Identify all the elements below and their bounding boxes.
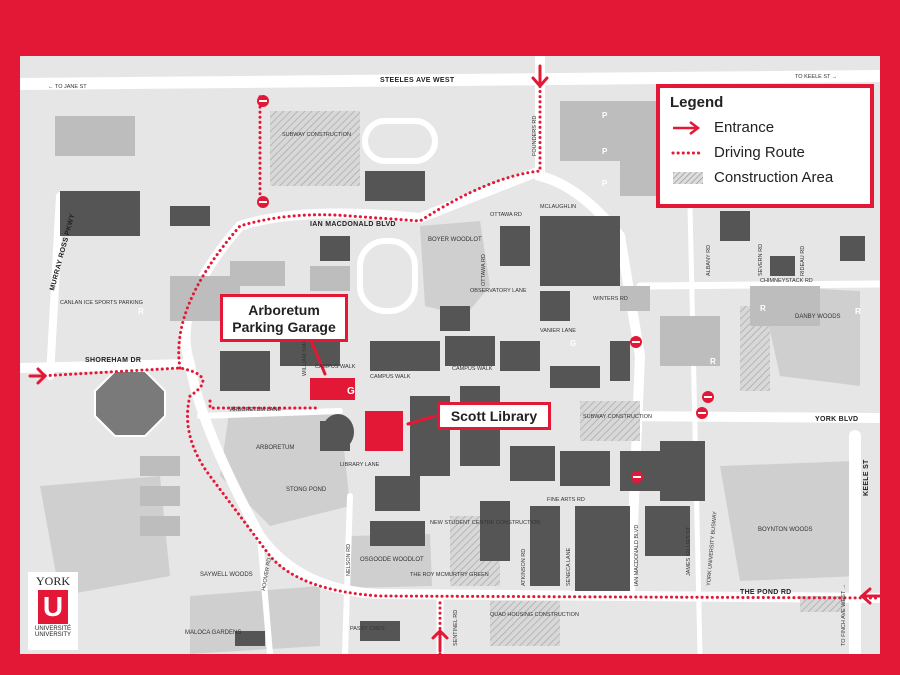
garage-callout-line1: Arboretum: [248, 302, 320, 318]
founders-label: FOUNDERS RD: [532, 116, 538, 156]
steeles-label: STEELES AVE WEST: [380, 77, 455, 84]
ian-macdonald-vert-label: IAN MACDONALD BLVD: [634, 525, 640, 586]
fine-arts-label: FINE ARTS RD: [547, 497, 585, 503]
ian-macdonald-label: IAN MACDONALD BLVD: [310, 221, 396, 228]
wooded-areas: [40, 221, 860, 654]
construction-areas: [270, 111, 845, 646]
york-university-logo: YORK U UNIVERSITÉ UNIVERSITY: [28, 572, 78, 650]
arboretum-lane-label: ARBORETUM LANE: [230, 407, 281, 413]
york-busway-label: YORK UNIVERSITY BUSWAY: [706, 511, 719, 586]
svg-text:G: G: [570, 339, 576, 348]
hoover-label: HOOVER RD: [261, 557, 273, 591]
campus-walk-label-3: CAMPUS WALK: [452, 366, 493, 372]
albany-label: ALBANY RD: [706, 245, 712, 276]
nelson-label: NELSON RD: [346, 544, 352, 576]
stadium: [94, 370, 166, 437]
james-gillies-label: JAMES GILLIES ST: [686, 526, 692, 576]
library-lane-label: LIBRARY LANE: [340, 462, 380, 468]
arrow-icon: [670, 118, 708, 138]
parking-garage-building: [310, 378, 355, 400]
logo-u-block: U: [38, 590, 68, 624]
scott-library-building: [365, 411, 403, 451]
pond-rd-label: THE POND RD: [740, 589, 792, 596]
library-dome: [322, 414, 354, 450]
legend-item-construction: Construction Area: [670, 165, 860, 190]
dotted-line-icon: [670, 143, 708, 163]
buildings: [60, 171, 865, 646]
observatory-label: OBSERVATORY LANE: [470, 288, 527, 294]
mclaughlin-label: MCLAUGHLIN: [540, 204, 576, 210]
stong-label: STONG POND: [286, 487, 327, 493]
to-keele-label: TO KEELE ST →: [795, 74, 837, 80]
garage-callout-line2: Parking Garage: [232, 319, 336, 335]
logo-letter: U: [42, 591, 64, 622]
library-callout-label: Scott Library: [450, 408, 538, 424]
svg-text:P: P: [602, 147, 608, 156]
arboretum-label: ARBORETUM: [256, 445, 294, 451]
campus-walk-label-1: CAMPUS WALK: [315, 364, 356, 370]
athletic-track: [357, 118, 438, 314]
boynton-label: BOYNTON WOODS: [758, 527, 813, 533]
rideau-label: RIDEAU RD: [800, 246, 806, 276]
canlan-label: CANLAN ICE SPORTS PARKING: [60, 300, 143, 306]
shoreham-label: SHOREHAM DR: [85, 357, 141, 364]
severn-label: SEVERN RD: [758, 244, 764, 276]
student-centre-label: NEW STUDENT CENTRE CONSTRUCTION: [430, 520, 540, 526]
logo-line2: UNIVERSITY: [34, 632, 71, 638]
light-buildings: [55, 101, 820, 536]
to-jane-label: ← TO JANE ST: [48, 84, 87, 90]
vanier-label: VANIER LANE: [540, 328, 576, 334]
maloca-label: MALOCA GARDENS: [185, 630, 241, 636]
saywell-label: SAYWELL WOODS: [200, 572, 253, 578]
hatch-icon: [670, 168, 708, 188]
keele-label: KEELE ST: [863, 459, 870, 496]
winters-label: WINTERS RD: [593, 296, 628, 302]
legend: Legend Entrance Driving Route Constructi…: [656, 84, 874, 208]
ottawa-vert-label: OTTAWA RD: [481, 254, 487, 286]
legend-label-construction: Construction Area: [714, 169, 834, 186]
svg-text:R: R: [760, 304, 766, 313]
ottawa-label: OTTAWA RD: [490, 212, 522, 218]
legend-item-entrance: Entrance: [670, 115, 860, 140]
arboretum-garage-callout[interactable]: Arboretum Parking Garage: [220, 294, 348, 342]
scott-library-callout[interactable]: Scott Library: [437, 402, 551, 430]
logo-line1: UNIVERSITÉ: [34, 626, 71, 632]
atkinson-label: ATKINSON RD: [521, 549, 527, 586]
svg-text:R: R: [138, 307, 144, 316]
seneca-label: SENECA LANE: [566, 547, 572, 586]
to-finch-label: TO FINCH AVE WEST →: [841, 584, 847, 646]
svg-text:P: P: [602, 179, 608, 188]
passy-label: PASSY CRES: [350, 626, 385, 632]
chimneystack-label: CHIMNEYSTACK RD: [760, 278, 813, 284]
legend-title: Legend: [670, 94, 724, 111]
osgoode-label: OSGOODE WOODLOT: [360, 557, 424, 563]
william-small-label: WILLIAM SMALL: [302, 334, 308, 376]
sentinel-label: SENTINEL RD: [453, 610, 459, 646]
entrance-arrows: [28, 64, 880, 653]
subway-label-2: SUBWAY CONSTRUCTION: [583, 414, 652, 420]
york-blvd-label: YORK BLVD: [815, 416, 858, 423]
danby-label: DANBY WOODS: [795, 314, 841, 320]
map-canvas: G: [20, 56, 880, 654]
garage-marker: G: [347, 386, 355, 397]
logo-word: YORK: [35, 574, 70, 588]
svg-text:R: R: [855, 307, 861, 316]
svg-text:P: P: [602, 111, 608, 120]
campus-walk-label-2: CAMPUS WALK: [370, 374, 411, 380]
quad-label: QUAD HOUSING CONSTRUCTION: [490, 612, 579, 618]
legend-label-route: Driving Route: [714, 144, 805, 161]
boyer-label: BOYER WOODLOT: [428, 237, 482, 243]
legend-item-route: Driving Route: [670, 140, 860, 165]
no-entry-signs: [257, 95, 714, 483]
map-markers: P P P R R R R G: [138, 111, 861, 366]
subway-label-1: SUBWAY CONSTRUCTION: [282, 132, 351, 138]
keele-green-label: THE ROY MCMURTRY GREEN: [410, 572, 489, 578]
svg-text:R: R: [710, 357, 716, 366]
legend-label-entrance: Entrance: [714, 119, 775, 136]
